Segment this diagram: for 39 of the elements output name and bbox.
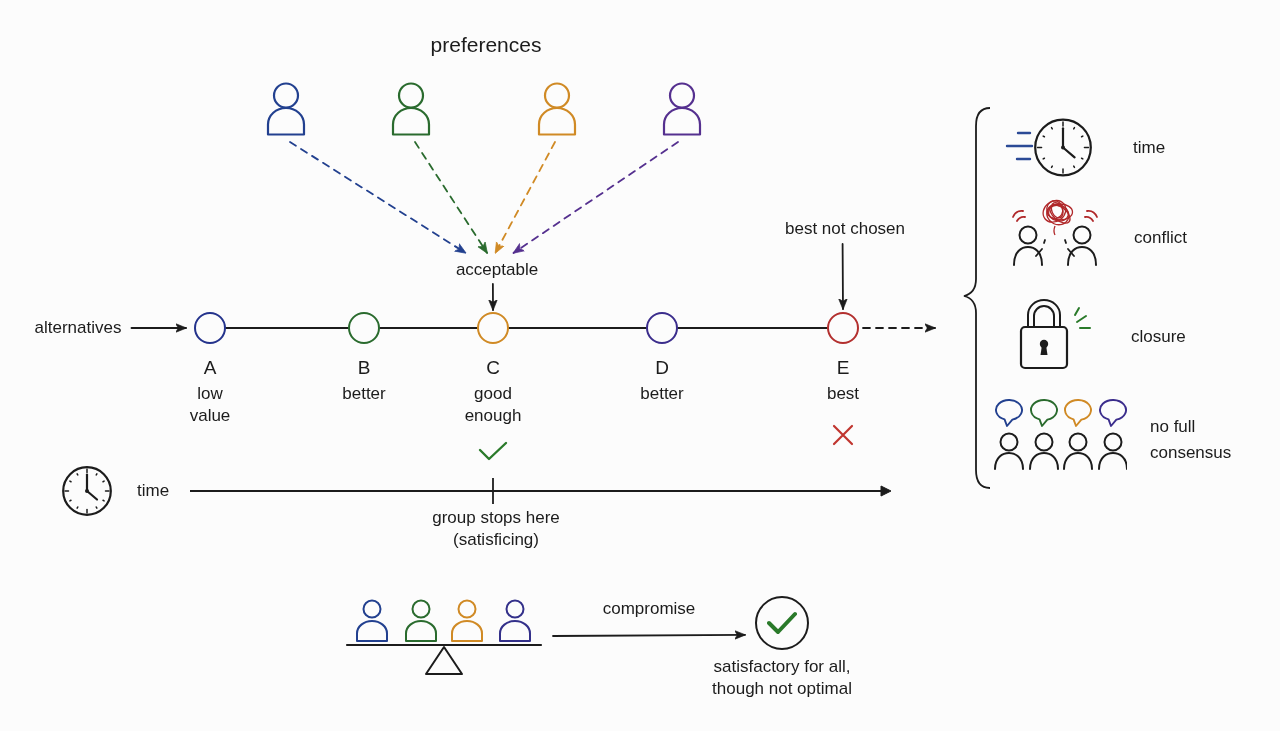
option-caption: good enough [463, 383, 523, 427]
option-caption: low value [188, 383, 232, 427]
option-caption: better [640, 383, 684, 405]
option-circle [477, 312, 509, 344]
option-letter: E [836, 357, 850, 379]
connector-line [379, 327, 478, 329]
option-caption: better [342, 383, 386, 405]
dashed-arrow [289, 141, 467, 254]
option-circle [646, 312, 678, 344]
person-icon [662, 80, 702, 136]
connector-line [508, 327, 647, 329]
dashed-arrow [512, 141, 679, 254]
option-letter: A [203, 357, 217, 379]
connector-line [225, 327, 349, 329]
factor-label: no full consensus [1150, 416, 1233, 464]
label-text: acceptable [455, 259, 539, 281]
result-circle [755, 596, 809, 650]
label-text: alternatives [34, 317, 122, 339]
label-text: best not chosen [785, 218, 905, 240]
option-circle [194, 312, 226, 344]
dashed-arrow [494, 141, 556, 254]
option-caption: best [826, 383, 860, 405]
option-letter: C [486, 357, 500, 379]
option-circle [827, 312, 859, 344]
factor-label: closure [1131, 326, 1186, 348]
factor-label: conflict [1134, 227, 1187, 249]
axis-label: time [137, 480, 170, 502]
person-icon [391, 80, 431, 136]
section-heading: preferences [430, 34, 542, 56]
option-letter: D [655, 357, 669, 379]
dashed-arrow [414, 141, 489, 254]
option-circle [348, 312, 380, 344]
result-caption: satisfactory for all, though not optimal [711, 656, 853, 700]
person-icon [537, 80, 577, 136]
connector-line [677, 327, 828, 329]
factor-label: time [1133, 137, 1166, 159]
option-letter: B [357, 357, 371, 379]
person-icon [266, 80, 306, 136]
tick-label: group stops here (satisficing) [431, 507, 561, 551]
